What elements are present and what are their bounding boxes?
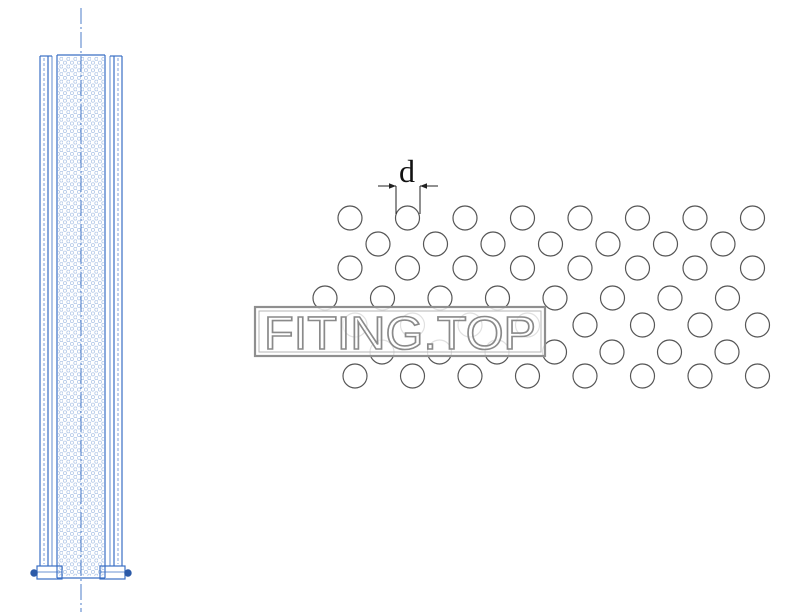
left-clamp-knob (30, 569, 38, 577)
perforation-hole (682, 255, 708, 281)
perforation-hole (624, 255, 651, 281)
perforation-hole (595, 231, 621, 257)
perforation-hole (509, 205, 536, 231)
perforation-hole (509, 255, 536, 281)
perforation-hole (629, 312, 656, 338)
perforation-hole (457, 363, 483, 389)
perforation-hole (687, 312, 713, 338)
perforation-hole (452, 255, 478, 281)
perforation-hole (567, 205, 593, 231)
perforation-hole (744, 312, 771, 338)
tube-top-edge (40, 54, 122, 57)
perforation-hole (714, 339, 740, 365)
tube-bottom-fitting (30, 565, 132, 580)
perforation-hole (687, 363, 713, 389)
perforation-hole (629, 363, 656, 389)
perforation-hole (480, 231, 506, 257)
tube-side-view (30, 8, 132, 612)
perforation-hole (624, 205, 651, 231)
perforation-hole (365, 231, 391, 257)
tube-right-wall (104, 55, 123, 578)
perforation-hole (656, 339, 683, 365)
perforation-hole (337, 255, 363, 281)
perforation-hole (452, 205, 478, 231)
perforation-hole (714, 285, 741, 311)
perforation-hole (682, 205, 708, 231)
perforation-hole (599, 285, 626, 311)
perforation-hole (394, 205, 421, 231)
perforation-hole (739, 255, 766, 281)
perforation-hole (572, 312, 598, 338)
dimension-label: d (399, 153, 415, 189)
perforation-hole (342, 363, 368, 389)
hole-diameter-dimension: d (378, 153, 438, 214)
perforation-hole (744, 363, 771, 389)
perforation-hole (739, 205, 766, 231)
perforation-hole (337, 205, 363, 231)
hole-pattern (312, 205, 771, 389)
right-clamp-knob (124, 569, 132, 577)
tube-left-wall (39, 55, 58, 578)
perforation-hole (422, 231, 449, 257)
perforation-hole (542, 285, 568, 311)
perforation-hole (399, 363, 426, 389)
perforation-hole (514, 363, 541, 389)
perforation-hole (572, 363, 598, 389)
perforation-hole (657, 285, 683, 311)
perforation-hole (567, 255, 593, 281)
watermark-text: FITING.TOP (264, 307, 536, 359)
perforation-hole (394, 255, 421, 281)
watermark: FITING.TOP (253, 305, 547, 360)
perforation-hole (710, 231, 736, 257)
perforation-hole (652, 231, 679, 257)
perforation-hole (599, 339, 625, 365)
perforation-hole (537, 231, 564, 257)
